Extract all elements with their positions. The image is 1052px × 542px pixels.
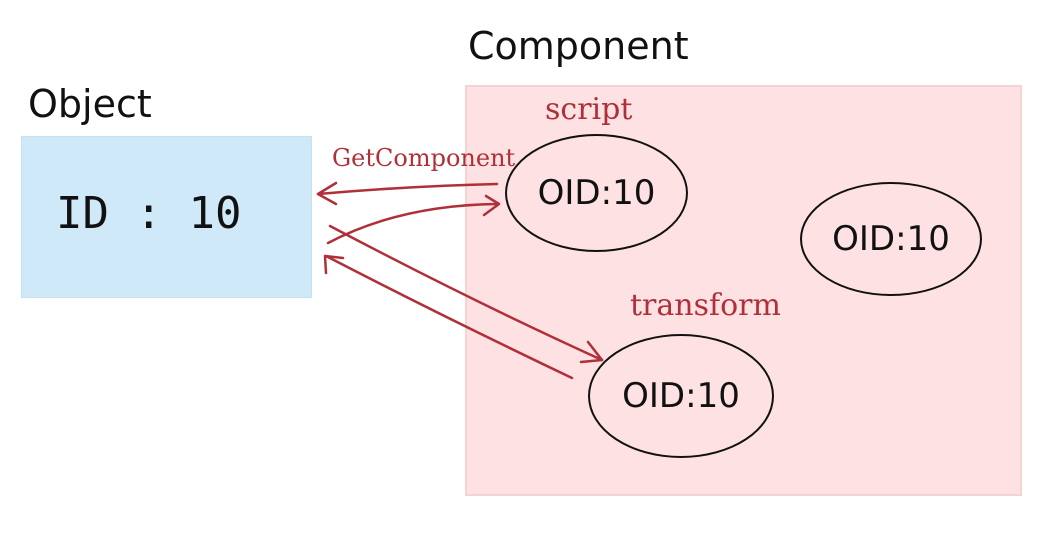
transform-component-oid: OID:10 bbox=[622, 376, 740, 416]
getcomponent-arrowhead bbox=[316, 181, 338, 206]
script-component-node: OID:10 bbox=[505, 134, 688, 252]
object-heading: Object bbox=[28, 82, 152, 126]
object-id-label: ID : 10 bbox=[56, 188, 242, 239]
transform-to-object-arrowhead bbox=[323, 254, 345, 275]
object-box bbox=[21, 136, 312, 298]
getcomponent-label: GetComponent bbox=[332, 144, 516, 172]
other-component-oid: OID:10 bbox=[832, 219, 950, 259]
script-label: script bbox=[545, 92, 633, 127]
other-component-node: OID:10 bbox=[800, 182, 982, 296]
transform-component-node: OID:10 bbox=[588, 334, 774, 458]
script-component-oid: OID:10 bbox=[537, 173, 656, 213]
transform-label: transform bbox=[630, 288, 781, 323]
component-heading: Component bbox=[468, 24, 689, 68]
